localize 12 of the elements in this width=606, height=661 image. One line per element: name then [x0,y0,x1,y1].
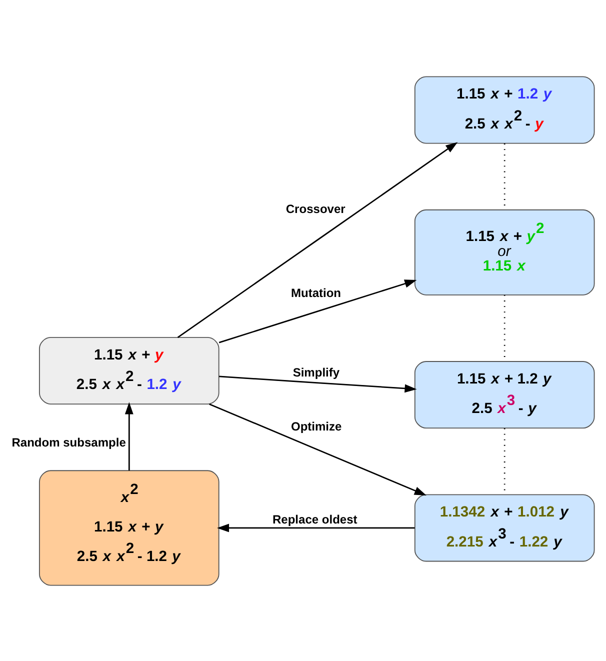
arrow [218,279,417,343]
edge-label: Crossover [286,202,346,216]
arrow [209,402,426,495]
arrow [177,142,458,338]
edge-label: Replace oldest [272,512,358,526]
edge-label: Random subsample [12,434,126,449]
arrow [219,375,417,392]
arrow [124,402,134,470]
arrow [216,523,415,532]
edge-label: Optimize [290,418,342,433]
edge-label: Mutation [290,286,342,300]
edge-label: Simplify [292,365,340,380]
